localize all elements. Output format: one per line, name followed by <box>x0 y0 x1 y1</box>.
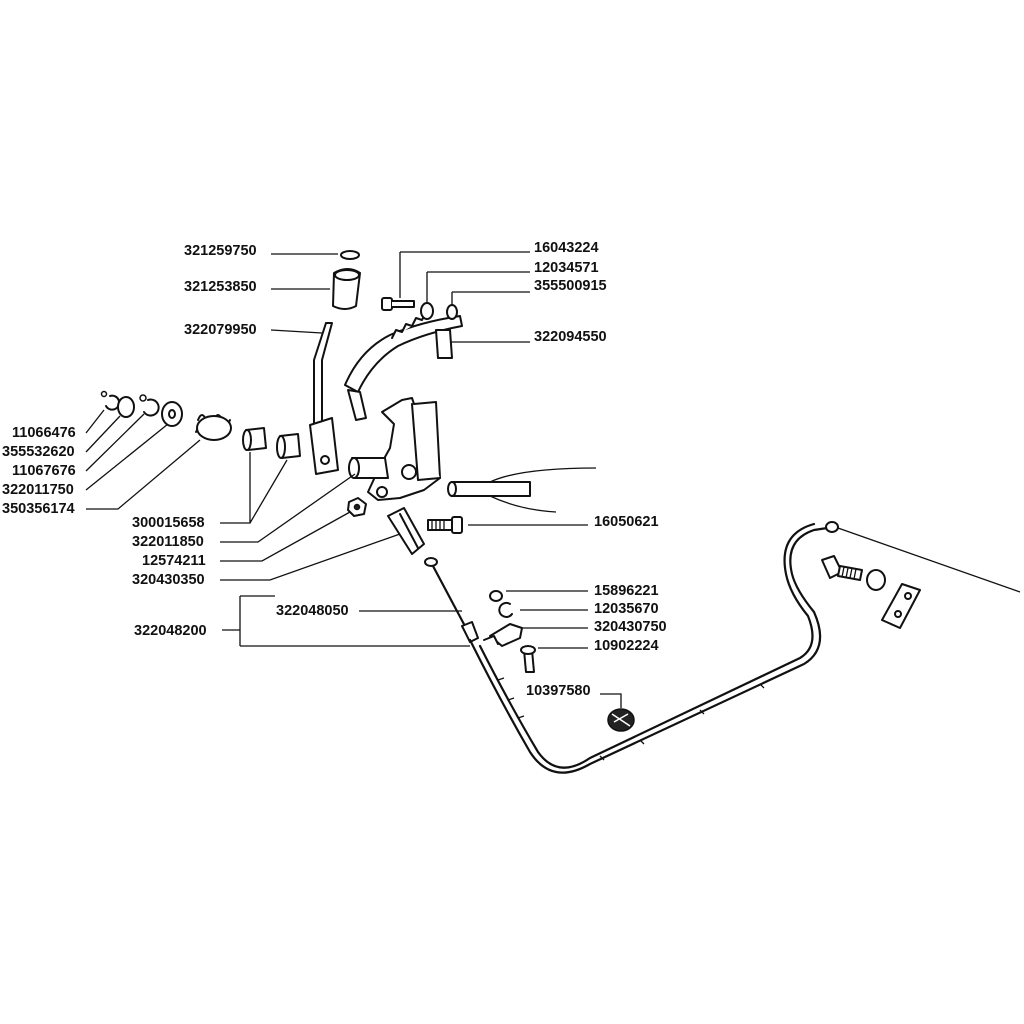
label-355500915: 355500915 <box>534 278 607 294</box>
adjuster-part <box>821 555 921 629</box>
bracket-body-part <box>348 397 441 501</box>
washer-part <box>420 302 434 320</box>
label-355532620: 355532620 <box>2 444 75 460</box>
grommet-part <box>607 708 635 732</box>
cap-part <box>340 250 360 260</box>
label-320430750: 320430750 <box>594 619 667 635</box>
label-300015658: 300015658 <box>132 515 205 531</box>
circlip-part <box>100 390 121 411</box>
label-322079950: 322079950 <box>184 322 257 338</box>
label-10397580: 10397580 <box>526 683 591 699</box>
label-321259750: 321259750 <box>184 243 257 259</box>
label-11067676: 11067676 <box>12 463 76 479</box>
bush-part <box>242 427 267 451</box>
bolt-part <box>427 516 463 534</box>
washer-part <box>446 304 458 320</box>
washer-part <box>498 601 513 618</box>
label-322094550: 322094550 <box>534 329 607 345</box>
label-16050621: 16050621 <box>594 514 659 530</box>
label-321253850: 321253850 <box>184 279 257 295</box>
bush-part <box>276 433 301 459</box>
label-322011850: 322011850 <box>132 534 204 550</box>
cable-assembly-part <box>424 521 1021 774</box>
gate-plate-part <box>344 311 463 421</box>
knob-part <box>332 268 361 310</box>
screw-part <box>520 645 536 673</box>
bracket-clip-part <box>483 623 523 647</box>
label-12035670: 12035670 <box>594 601 659 617</box>
cable-clip-part <box>387 507 425 555</box>
label-322011750: 322011750 <box>2 482 74 498</box>
screw-part <box>381 297 415 311</box>
washer-part <box>117 396 135 418</box>
label-322048050: 322048050 <box>276 603 349 619</box>
nut-part <box>489 590 503 602</box>
nut-part <box>347 497 367 517</box>
shaft-part <box>447 467 597 513</box>
label-10902224: 10902224 <box>594 638 659 654</box>
circlip-part <box>139 394 160 417</box>
label-12034571: 12034571 <box>534 260 599 276</box>
label-322048200: 322048200 <box>134 623 207 639</box>
label-12574211: 12574211 <box>142 553 206 569</box>
label-320430350: 320430350 <box>132 572 205 588</box>
lever-part <box>309 322 339 475</box>
spring-part <box>195 414 232 441</box>
label-11066476: 11066476 <box>12 425 76 441</box>
label-15896221: 15896221 <box>594 583 659 599</box>
label-16043224: 16043224 <box>534 240 599 256</box>
washer-part <box>161 401 183 427</box>
label-350356174: 350356174 <box>2 501 75 517</box>
